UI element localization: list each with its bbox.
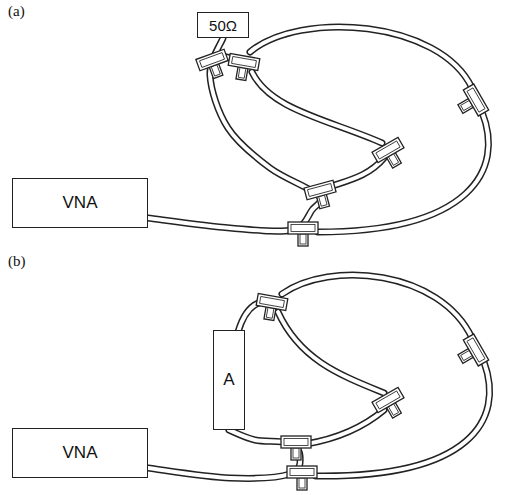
- panel-label: (a): [8, 3, 25, 20]
- coax-cable: [148, 430, 300, 478]
- panel-label: (b): [8, 253, 26, 270]
- cable-inner: [222, 27, 490, 476]
- instrument-box: 50Ω: [197, 12, 249, 38]
- cable-outline: [222, 27, 490, 476]
- box-label: A: [223, 370, 234, 390]
- instrument-box: VNA: [12, 428, 148, 478]
- box-label: 50Ω: [209, 17, 237, 34]
- coax-cable: [148, 38, 321, 231]
- box-label: VNA: [63, 443, 98, 463]
- device-box: A: [213, 330, 245, 430]
- box-label: VNA: [63, 193, 98, 213]
- instrument-box: VNA: [12, 178, 148, 228]
- t-connectors: [196, 49, 489, 490]
